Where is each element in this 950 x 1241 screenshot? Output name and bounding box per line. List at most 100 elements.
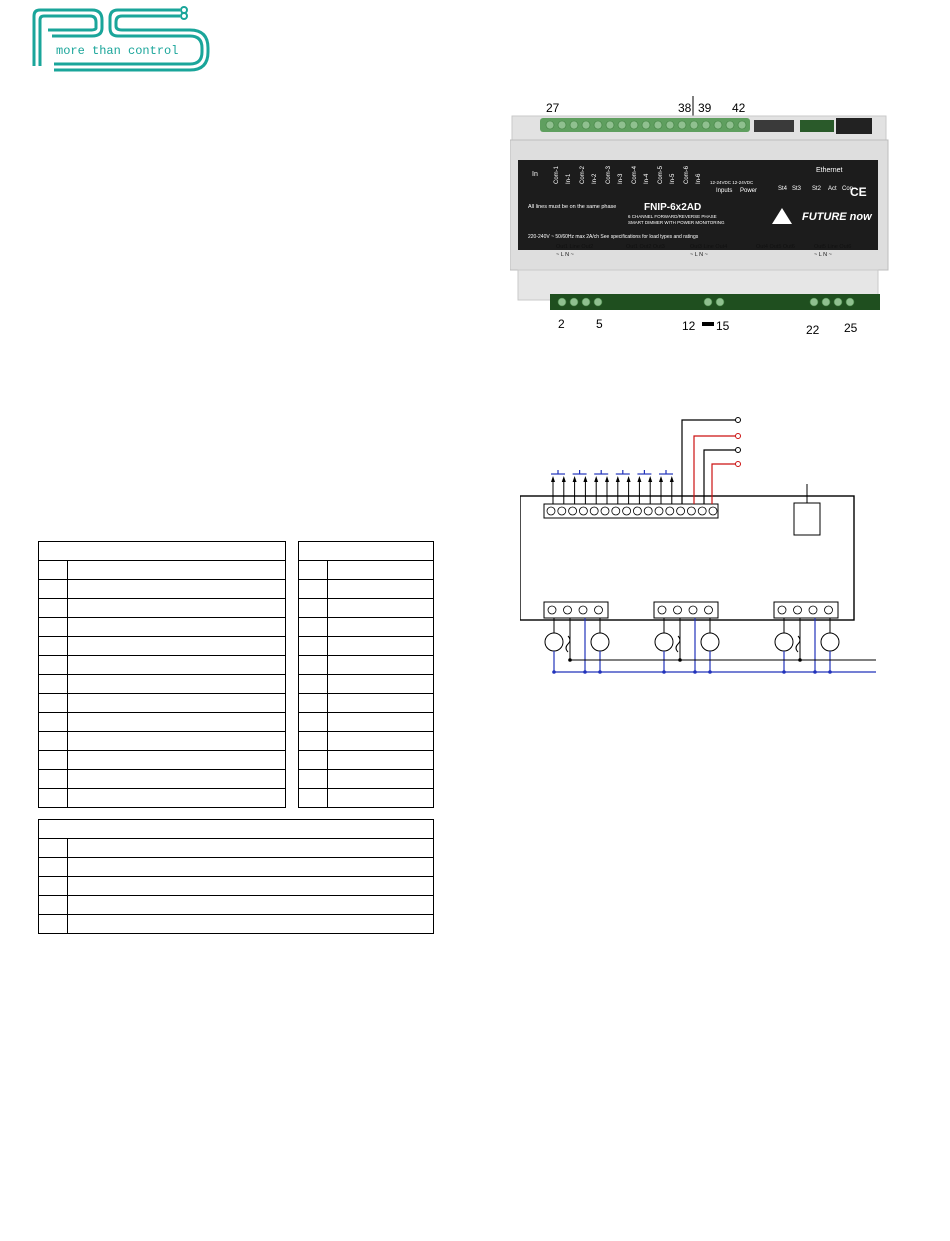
terminal-number-cell bbox=[38, 857, 68, 877]
terminal-function-cell bbox=[67, 750, 286, 770]
model-subtitle-1: 6 CHANNEL FORWARD/REVERSE PHASE bbox=[628, 214, 717, 219]
arrow-icon bbox=[572, 476, 577, 482]
terminal-circle bbox=[777, 605, 787, 615]
output-group-sub: ~ L N ~ bbox=[690, 252, 708, 258]
phase-note: All lines must be on the same phase bbox=[528, 204, 616, 210]
table-header-cell bbox=[298, 541, 434, 561]
terminal-function-cell bbox=[67, 876, 434, 896]
terminal-function-cell bbox=[327, 788, 434, 808]
arrow-icon bbox=[648, 476, 653, 482]
input-terminal-block bbox=[543, 503, 719, 519]
terminal-circle bbox=[676, 506, 686, 516]
terminal-number-cell bbox=[298, 655, 328, 675]
terminal-number-15: 15 bbox=[716, 319, 730, 333]
terminal-circle bbox=[589, 506, 599, 516]
arrow-icon bbox=[561, 476, 566, 482]
fuse-icon bbox=[675, 635, 681, 653]
table-header-cell bbox=[38, 819, 434, 839]
input-label: Com-3 bbox=[606, 165, 612, 184]
warning-triangle-icon bbox=[772, 208, 792, 224]
terminal-function-cell bbox=[67, 838, 434, 858]
table-row bbox=[298, 750, 434, 770]
terminal-function-cell bbox=[327, 579, 434, 599]
output-terminal-block bbox=[543, 601, 609, 619]
status-label: St2 bbox=[812, 186, 822, 192]
terminal-function-cell bbox=[327, 693, 434, 713]
ce-mark: CE bbox=[850, 185, 867, 199]
load-icon bbox=[654, 632, 674, 652]
table-row bbox=[38, 731, 286, 751]
terminal-number-cell bbox=[38, 731, 68, 751]
rating-note: 220-240V ~ 50/60Hz max 2A/ch See specifi… bbox=[528, 234, 699, 240]
output-terminal-block bbox=[653, 601, 719, 619]
status-label: St4 bbox=[778, 186, 788, 192]
dimmer-box bbox=[519, 495, 855, 621]
terminal-function-cell bbox=[327, 655, 434, 675]
table-row bbox=[38, 750, 286, 770]
terminal-number-38: 38 bbox=[678, 101, 692, 115]
terminal-number-cell bbox=[38, 750, 68, 770]
load-icon bbox=[590, 632, 610, 652]
power-wire bbox=[681, 419, 736, 504]
terminal-number-cell bbox=[38, 579, 68, 599]
terminal-number-cell bbox=[38, 895, 68, 915]
terminal-number-cell bbox=[38, 788, 68, 808]
table-row bbox=[38, 788, 286, 808]
table-row bbox=[298, 617, 434, 637]
terminal-number-cell bbox=[38, 693, 68, 713]
terminal-number-cell bbox=[38, 598, 68, 618]
inputs-label: Inputs bbox=[716, 188, 732, 194]
inputs-table bbox=[38, 541, 286, 808]
terminal-number-cell bbox=[298, 674, 328, 694]
table-row bbox=[38, 579, 286, 599]
input-label: Com-5 bbox=[658, 165, 664, 184]
arrow-icon bbox=[551, 476, 555, 482]
table-row bbox=[298, 788, 434, 808]
load-icon bbox=[700, 632, 720, 652]
terminal-number-cell bbox=[38, 617, 68, 637]
terminal-circle bbox=[563, 605, 572, 615]
terminal-function-cell bbox=[327, 598, 434, 618]
brand-mark: FUTURE now bbox=[802, 211, 873, 223]
power-label: Power bbox=[740, 188, 757, 194]
terminal-function-cell bbox=[327, 560, 434, 580]
terminal-function-cell bbox=[67, 693, 286, 713]
inputs-power-voltage: 12-24VDC 12-24VDC bbox=[710, 180, 754, 185]
terminal-function-cell bbox=[67, 857, 434, 877]
table-row bbox=[38, 769, 286, 789]
table-row bbox=[298, 598, 434, 618]
terminal-number-cell bbox=[298, 788, 328, 808]
terminal-number-cell bbox=[298, 731, 328, 751]
device-image: 27 38 39 42 In Com-1 In-1 Com-2 In-2 bbox=[509, 90, 890, 337]
arrow-icon bbox=[637, 476, 642, 482]
terminal-function-cell bbox=[67, 579, 286, 599]
input-labels: Com-1 In-1 Com-2 In-2 Com-3 In-3 Com-4 I… bbox=[554, 165, 702, 184]
terminal-circle bbox=[600, 506, 610, 516]
table-row bbox=[298, 731, 434, 751]
terminal-circle bbox=[578, 605, 588, 615]
load-icon bbox=[544, 632, 564, 652]
outputs-table bbox=[298, 541, 434, 808]
table-row bbox=[298, 769, 434, 789]
model-subtitle-2: SMART DIMMER WITH POWER MONITORING bbox=[628, 220, 725, 225]
terminal-function-cell bbox=[67, 788, 286, 808]
brand-tagline: more than control bbox=[56, 44, 178, 58]
terminal-circle bbox=[688, 605, 698, 615]
brand-logo: more than control bbox=[30, 6, 210, 77]
table-row bbox=[38, 712, 286, 732]
terminal-number-25: 25 bbox=[844, 321, 858, 335]
terminal-function-cell bbox=[67, 636, 286, 656]
output-terminal-block bbox=[773, 601, 839, 619]
terminal-number-cell bbox=[298, 579, 328, 599]
power-terminal bbox=[735, 433, 741, 439]
ethernet-port bbox=[793, 502, 821, 536]
input-label: In-4 bbox=[644, 173, 650, 184]
input-label: In-3 bbox=[618, 173, 624, 184]
terminal-number-cell bbox=[38, 655, 68, 675]
arrow-icon bbox=[626, 476, 631, 482]
arrow-icon bbox=[659, 476, 663, 482]
arrow-icon bbox=[669, 476, 674, 482]
table-row bbox=[38, 560, 286, 580]
table-row bbox=[38, 895, 434, 915]
table-header-row bbox=[298, 541, 434, 561]
